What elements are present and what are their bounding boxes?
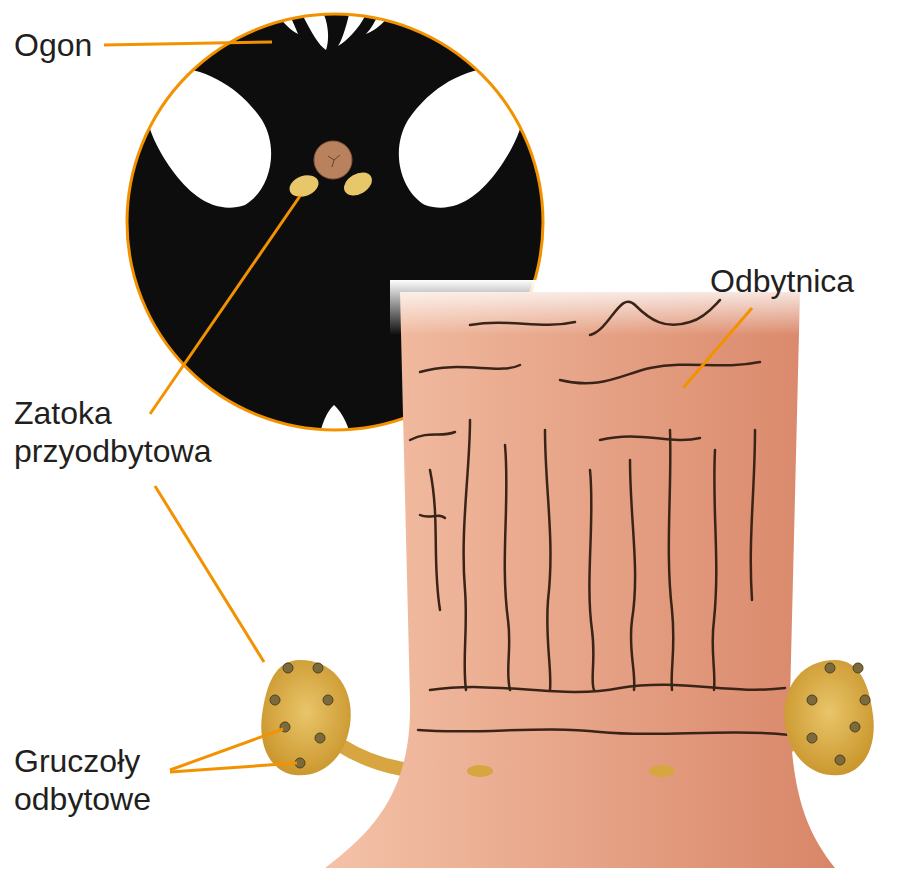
- anal-sacs: [261, 660, 874, 775]
- part-label: Gruczoły odbytowe: [14, 742, 214, 818]
- part-label: Zatoka przyodbytowa: [14, 394, 249, 470]
- magnifier-ring: [127, 14, 543, 430]
- rectum-illustration: [325, 280, 835, 868]
- part-label: Ogon: [14, 26, 92, 64]
- leader-lines: [104, 42, 752, 772]
- part-label: Odbytnica: [710, 262, 854, 300]
